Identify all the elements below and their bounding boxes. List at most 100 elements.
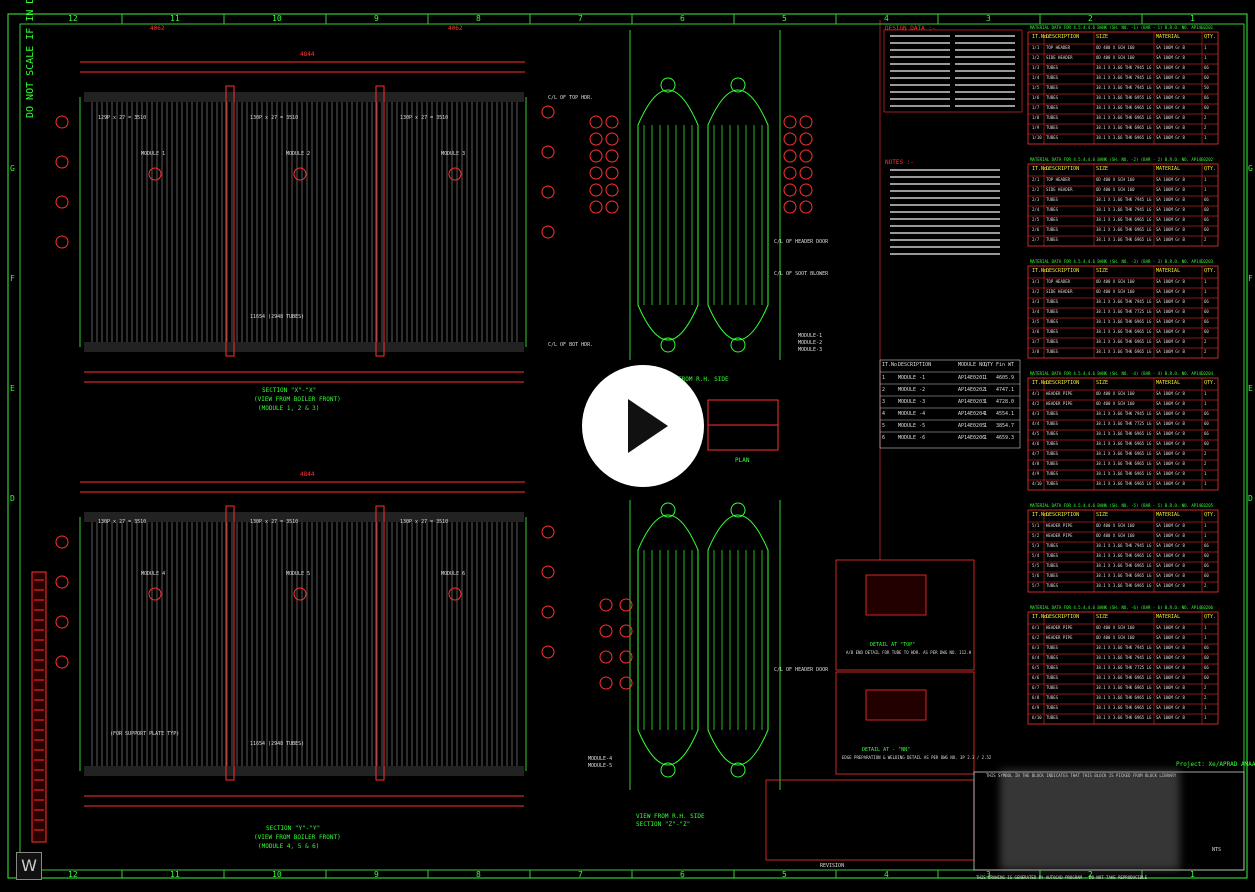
column-marker: 3 xyxy=(986,14,991,23)
table-cell: 38.1 X 3.66 THK 6965 LG xyxy=(1096,461,1152,466)
table-cell: 66 xyxy=(1204,197,1209,202)
top-header xyxy=(84,92,524,102)
table-header: QTY. xyxy=(1204,166,1217,172)
row-marker: G xyxy=(10,164,15,173)
table-cell: TUBES xyxy=(1046,217,1059,222)
table-cell: SA 106M Gr B xyxy=(1156,715,1185,720)
section-title: SECTION "X"-"X" xyxy=(262,387,317,394)
table-cell: SA 106M Gr B xyxy=(1156,411,1185,416)
design-data-title: DESIGN DATA :- xyxy=(885,25,936,32)
callout-bubble xyxy=(293,587,307,601)
table-cell: 4605.9 xyxy=(996,375,1015,381)
module-separator xyxy=(375,85,385,357)
table-cell: SA 106M Gr B xyxy=(1156,227,1185,232)
table-header: QTY. xyxy=(1204,380,1217,386)
table-cell: 66 xyxy=(1204,431,1209,436)
material-table xyxy=(1027,265,1219,359)
table-cell: 38.1 X 3.66 THK 6965 LG xyxy=(1096,441,1152,446)
material-title: MATERIAL DATA FOR 4.5.4.4.6 BANK (SH. NO… xyxy=(1030,371,1214,376)
detail-title: DETAIL AT "TOP" xyxy=(870,642,916,648)
table-cell: 2 xyxy=(1204,125,1207,130)
dimension-text: 4844 xyxy=(300,51,315,58)
column-marker: 4 xyxy=(884,870,889,879)
header-circle xyxy=(660,762,676,778)
table-cell: 1 xyxy=(1204,715,1207,720)
top-header xyxy=(84,512,524,522)
table-cell: TUBES xyxy=(1046,75,1059,80)
table-cell: 5/2 xyxy=(1032,533,1040,538)
table-cell: 38.1 X 3.66 THK 6965 LG xyxy=(1096,695,1152,700)
table-header: MATERIAL xyxy=(1156,268,1181,274)
table-cell: 4/9 xyxy=(1032,471,1040,476)
table-cell: TUBES xyxy=(1046,675,1059,680)
table-cell: 4747.1 xyxy=(996,387,1015,393)
table-header: QTY xyxy=(984,362,994,368)
module-label: MODULE 5 xyxy=(286,571,311,577)
table-cell: SA 106M Gr B xyxy=(1156,685,1185,690)
tube-count: 11654 (2948 TUBES) xyxy=(250,741,305,747)
table-cell: 60 xyxy=(1204,655,1209,660)
table-cell: 1 xyxy=(1204,471,1207,476)
table-cell: 60 xyxy=(1204,441,1209,446)
table-cell: 38.1 X 3.66 THK 7945 LG xyxy=(1096,207,1152,212)
table-cell: 4728.0 xyxy=(996,399,1015,405)
tube-count: 11654 (2948 TUBES) xyxy=(250,314,305,320)
table-cell: 38.1 X 3.66 THK 6965 LG xyxy=(1096,237,1152,242)
view-label: C/L OF HEADER DOOR xyxy=(774,239,829,245)
table-cell: SA 106M Gr B xyxy=(1156,695,1185,700)
table-cell: 1 xyxy=(1204,177,1207,182)
table-header: DESCRIPTION xyxy=(1046,268,1080,274)
table-cell: 5/7 xyxy=(1032,583,1040,588)
play-button[interactable] xyxy=(582,365,704,487)
table-cell: 2 xyxy=(1204,451,1207,456)
table-cell: TUBES xyxy=(1046,207,1059,212)
table-cell: TUBES xyxy=(1046,65,1059,70)
table-cell: SA 106M Gr B xyxy=(1156,401,1185,406)
table-header: QTY. xyxy=(1204,512,1217,518)
header-circle xyxy=(730,77,746,93)
row-marker: D xyxy=(1248,494,1253,503)
table-cell: 3854.7 xyxy=(996,423,1015,429)
table-cell: 4659.3 xyxy=(996,435,1015,441)
pitch-label: 130P x 27 = 3510 xyxy=(98,519,147,525)
table-cell: 38.1 X 3.66 THK 7945 LG xyxy=(1096,543,1152,548)
table-cell: 1 xyxy=(984,399,988,405)
callout-bubble xyxy=(783,132,797,146)
table-cell: TUBES xyxy=(1046,553,1059,558)
callout-bubble xyxy=(599,598,613,612)
project-label: Project: Xe/APRAD AMAA xyxy=(1176,761,1255,768)
callout-bubble xyxy=(605,200,619,214)
table-cell: SA 106M Gr B xyxy=(1156,75,1185,80)
table-cell: OD 400 X SCH 160 xyxy=(1096,625,1135,630)
table-cell: SA 106M Gr B xyxy=(1156,135,1185,140)
pitch-label: 130P x 27 = 3510 xyxy=(400,115,449,121)
table-cell: MODULE -1 xyxy=(898,375,926,381)
table-cell: 66 xyxy=(1204,543,1209,548)
table-cell: AP14E0202 xyxy=(958,387,986,393)
table-header: DESCRIPTION xyxy=(1046,614,1080,620)
table-header: DESCRIPTION xyxy=(1046,380,1080,386)
table-cell: 60 xyxy=(1204,573,1209,578)
callout-bubble xyxy=(448,167,462,181)
table-header: Fin WT xyxy=(996,362,1015,368)
table-cell: TUBES xyxy=(1046,319,1059,324)
table-header: SIZE xyxy=(1096,166,1109,172)
table-cell: 38.1 X 3.66 THK 7725 LG xyxy=(1096,309,1152,314)
table-cell: 38.1 X 3.66 THK 6965 LG xyxy=(1096,471,1152,476)
table-cell: SA 106M Gr B xyxy=(1156,421,1185,426)
table-cell: 6/1 xyxy=(1032,625,1040,630)
table-header: MODULE NO. xyxy=(958,362,989,368)
table-cell: OD 400 X SCH 160 xyxy=(1096,391,1135,396)
table-header: IT.No. xyxy=(1032,268,1051,274)
table-cell: 4/5 xyxy=(1032,431,1040,436)
table-cell: 1/7 xyxy=(1032,105,1040,110)
header-circle xyxy=(660,77,676,93)
detail-top-box xyxy=(835,559,975,671)
column-marker: 5 xyxy=(782,14,787,23)
table-header: QTY. xyxy=(1204,614,1217,620)
callout-bubble xyxy=(55,115,69,129)
table-cell: SA 106M Gr B xyxy=(1156,95,1185,100)
module-label: MODULE 4 xyxy=(141,571,166,577)
table-cell: 1 xyxy=(1204,625,1207,630)
